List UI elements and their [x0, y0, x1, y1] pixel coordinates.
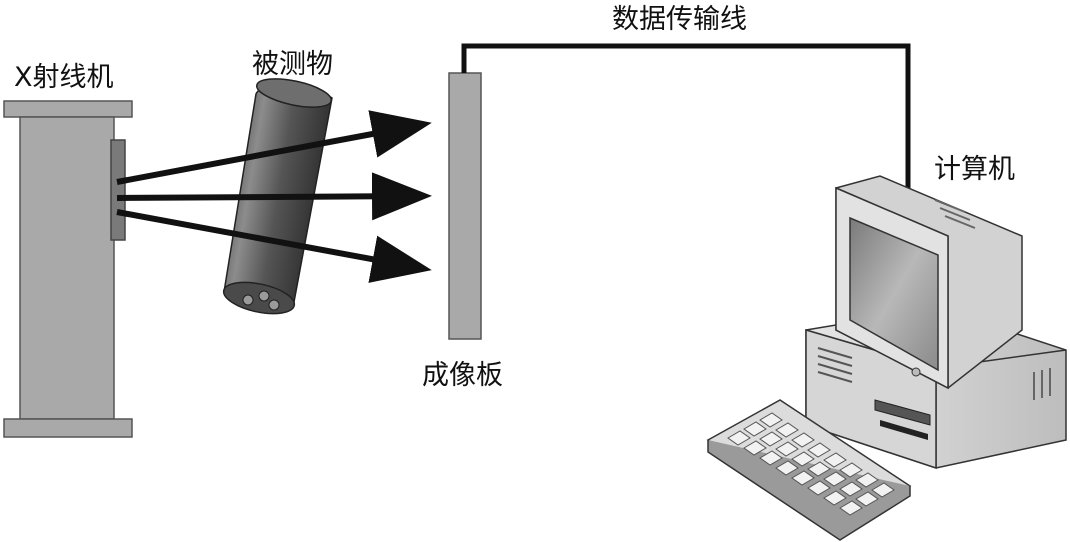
monitor-screen [849, 216, 939, 372]
data-cable [461, 43, 911, 200]
cylinder-inner-rod [258, 290, 270, 302]
cylinder-top-end [255, 78, 333, 108]
computer-keyboard [706, 399, 912, 541]
xray-machine-top-cap [3, 100, 133, 118]
cylinder-inner-rod [268, 299, 280, 311]
xray-machine [3, 100, 133, 438]
xray-machine-label: X射线机 [14, 62, 114, 93]
computer-monitor [835, 175, 1023, 390]
xray-beam-arrow-upper [116, 110, 432, 185]
xray-beam-arrow-lower [116, 209, 432, 283]
cylinder-inner-rod [242, 294, 254, 306]
test-object-label: 被测物 [252, 49, 333, 80]
monitor-power-button [911, 367, 921, 377]
imaging-plate [448, 72, 482, 340]
xray-machine-bottom-cap [3, 418, 133, 438]
keyboard-keys [727, 412, 895, 516]
xray-beams [116, 110, 432, 283]
xray-machine-column [19, 116, 115, 420]
imaging-plate-label: 成像板 [422, 360, 503, 391]
computer [706, 175, 1067, 541]
xray-emitter-window [110, 139, 126, 241]
xray-beam-arrow-middle [116, 172, 432, 221]
computer-label: 计算机 [934, 154, 1015, 185]
data-cable-label: 数据传输线 [612, 4, 747, 35]
